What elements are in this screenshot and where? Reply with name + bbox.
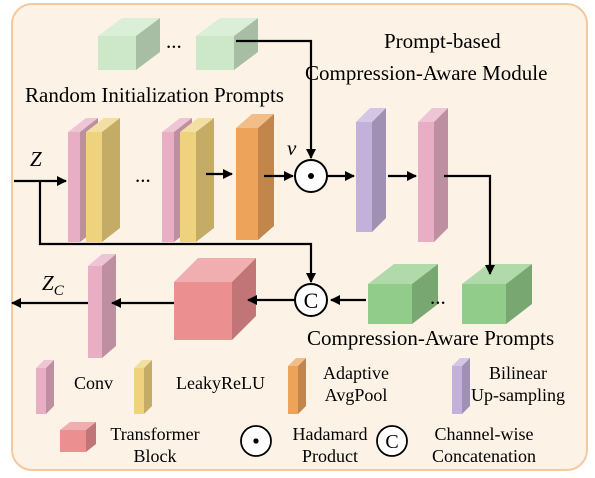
conv-layer-3-side-face bbox=[434, 108, 448, 242]
bilinear-upsampling-layer-side-face bbox=[372, 108, 386, 232]
conv-layer-1-top-face bbox=[68, 118, 98, 132]
compression-aware-prompt-block-2-front-face bbox=[462, 284, 506, 324]
compression-prompts-ellipsis: ... bbox=[430, 285, 446, 309]
legend-bilinear-swatch bbox=[452, 358, 470, 414]
legend-bilinear-label-2: Up-sampling bbox=[471, 385, 565, 405]
legend-conv-label: Conv bbox=[74, 373, 113, 393]
legend-avgpool-swatch bbox=[288, 358, 306, 414]
legend-leakyrelu-label: LeakyReLU bbox=[176, 373, 265, 393]
svg-text:C: C bbox=[304, 288, 319, 313]
legend-avgpool-label-1: Adaptive bbox=[323, 363, 389, 383]
legend-transformer-swatch-top-face bbox=[60, 422, 96, 430]
leakyrelu-layer-2-top-face bbox=[180, 118, 214, 132]
legend-concat-label-1: Channel-wise bbox=[435, 424, 534, 444]
random-prompt-block-1-front-face bbox=[98, 36, 136, 70]
svg-text:C: C bbox=[385, 431, 398, 453]
conv-layer-4-top-face bbox=[88, 254, 116, 266]
bilinear-upsampling-layer-top-face bbox=[356, 108, 386, 122]
legend-concat-label-2: Concatenation bbox=[432, 446, 536, 466]
legend-hadamard-symbol bbox=[240, 425, 272, 457]
legend-bilinear-label-1: Bilinear bbox=[489, 363, 547, 383]
legend-leakyrelu-swatch-side-face bbox=[144, 360, 152, 414]
conv-layer-3-front-face bbox=[418, 122, 434, 242]
input-variable-z: Z bbox=[30, 147, 42, 171]
legend-hadamard-label-2: Product bbox=[302, 446, 358, 466]
compression-aware-prompt-block-2 bbox=[462, 264, 532, 324]
leakyrelu-layer-1 bbox=[86, 118, 120, 242]
compression-aware-prompt-block-2-side-face bbox=[506, 264, 532, 324]
random-prompt-block-2-top-face bbox=[196, 18, 258, 36]
legend-transformer-label-1: Transformer bbox=[110, 424, 199, 444]
hadamard-product-op bbox=[294, 159, 328, 193]
legend-conv-swatch-side-face bbox=[46, 360, 54, 414]
channel-concat-op: C bbox=[294, 283, 328, 317]
flow-arrows bbox=[11, 39, 495, 308]
compression-aware-prompt-block-1-top-face bbox=[368, 264, 438, 284]
leakyrelu-layer-1-front-face bbox=[86, 132, 102, 242]
legend-conv-swatch-top-face bbox=[36, 360, 54, 368]
random-prompt-block-2-side-face bbox=[234, 18, 258, 70]
legend-concat-symbol: C bbox=[376, 425, 408, 457]
legend-leakyrelu-swatch-front-face bbox=[134, 368, 144, 414]
legend-transformer-swatch bbox=[60, 422, 96, 452]
conv-layer-4-front-face bbox=[88, 266, 102, 358]
conv-layer-3 bbox=[418, 108, 448, 242]
legend-bilinear-swatch-top-face bbox=[452, 358, 470, 366]
legend-transformer-swatch-front-face bbox=[60, 430, 86, 452]
module-title-line1: Prompt-based bbox=[384, 29, 501, 53]
legend-transformer-swatch-side-face bbox=[86, 422, 96, 452]
module-title-line2: Compression-Aware Module bbox=[305, 61, 547, 85]
layers-ellipsis: ... bbox=[135, 163, 151, 187]
random-prompt-block-1 bbox=[98, 18, 160, 70]
conv-layer-2-top-face bbox=[162, 118, 192, 132]
legend-conv-swatch bbox=[36, 360, 54, 414]
v-variable: v bbox=[287, 136, 297, 160]
compression-aware-prompt-block-1 bbox=[368, 264, 438, 324]
random-prompt-block-1-top-face bbox=[98, 18, 160, 36]
legend-bilinear-swatch-front-face bbox=[452, 366, 462, 414]
legend-avgpool-label-2: AvgPool bbox=[325, 385, 388, 405]
transformer-block bbox=[174, 258, 256, 340]
random-prompt-block-2 bbox=[196, 18, 258, 70]
compression-prompts-label: Compression-Aware Prompts bbox=[307, 326, 554, 350]
adaptive-avgpool-layer-top-face bbox=[236, 114, 274, 128]
transformer-block-side-face bbox=[232, 258, 256, 340]
bilinear-upsampling-layer bbox=[356, 108, 386, 232]
conv-layer-3-top-face bbox=[418, 108, 448, 122]
legend-conv-swatch-front-face bbox=[36, 368, 46, 414]
conv-layer-4-side-face bbox=[102, 254, 116, 358]
leakyrelu-layer-2-front-face bbox=[180, 132, 196, 242]
output-variable-zc: ZC bbox=[42, 271, 65, 299]
legend-avgpool-swatch-top-face bbox=[288, 358, 306, 366]
legend-leakyrelu-swatch bbox=[134, 360, 152, 414]
random-prompts-label: Random Initialization Prompts bbox=[25, 83, 284, 107]
leakyrelu-layer-1-side-face bbox=[102, 118, 120, 242]
compression-aware-prompt-block-1-side-face bbox=[412, 264, 438, 324]
transformer-block-top-face bbox=[174, 258, 256, 282]
adaptive-avgpool-layer-front-face bbox=[236, 128, 258, 240]
legend-bilinear-swatch-side-face bbox=[462, 358, 470, 414]
legend-transformer-label-2: Block bbox=[134, 446, 177, 466]
random-prompt-block-2-front-face bbox=[196, 36, 234, 70]
random-prompts-ellipsis: ... bbox=[166, 29, 182, 53]
legend-avgpool-swatch-side-face bbox=[298, 358, 306, 414]
leakyrelu-layer-2 bbox=[180, 118, 214, 242]
conv-layer-1-front-face bbox=[68, 132, 80, 242]
conv-layer-2-front-face bbox=[162, 132, 174, 242]
random-prompt-block-1-side-face bbox=[136, 18, 160, 70]
bilinear-upsampling-layer-front-face bbox=[356, 122, 372, 232]
leakyrelu-layer-1-top-face bbox=[86, 118, 120, 132]
legend-hadamard-label-1: Hadamard bbox=[293, 424, 368, 444]
legend-avgpool-swatch-front-face bbox=[288, 366, 298, 414]
compression-aware-prompt-block-1-front-face bbox=[368, 284, 412, 324]
adaptive-avgpool-layer bbox=[236, 114, 274, 240]
legend-leakyrelu-swatch-top-face bbox=[134, 360, 152, 368]
transformer-block-front-face bbox=[174, 282, 232, 340]
compression-aware-prompt-block-2-top-face bbox=[462, 264, 532, 284]
leakyrelu-layer-2-side-face bbox=[196, 118, 214, 242]
conv-layer-4 bbox=[88, 254, 116, 358]
